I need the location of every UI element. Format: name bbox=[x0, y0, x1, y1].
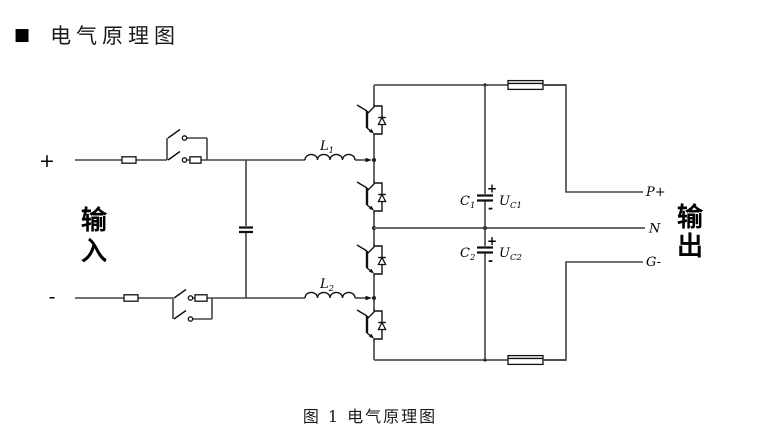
output-label: 输 出 bbox=[677, 202, 704, 262]
capacitor-c2-plus-sign: + bbox=[487, 234, 497, 248]
precharge-switch-bottom-icon bbox=[173, 288, 208, 322]
input-minus-label: - bbox=[49, 286, 56, 308]
capacitor-c1-minus-sign: - bbox=[488, 201, 493, 215]
section-bullet-icon: ■ bbox=[14, 24, 31, 45]
capacitor-c2-voltage-label: UC2 bbox=[499, 246, 522, 263]
terminal-g-label: G- bbox=[646, 255, 661, 270]
svg-text:入: 入 bbox=[81, 237, 107, 267]
fuse-icon bbox=[123, 294, 139, 302]
dc-fuse-bottom-icon bbox=[507, 354, 544, 366]
capacitor-c2-minus-sign: - bbox=[488, 254, 493, 268]
capacitor-c2-label: C2 bbox=[460, 246, 475, 263]
input-negative-wire bbox=[75, 297, 305, 320]
figure-caption: 图 1 电气原理图 bbox=[302, 407, 438, 426]
igbt-4-icon bbox=[355, 306, 387, 344]
capacitor-c1-voltage-label: UC1 bbox=[499, 194, 522, 211]
output-g-wire bbox=[543, 261, 643, 361]
capacitor-c2-icon bbox=[477, 228, 493, 360]
precharge-switch-top-icon bbox=[167, 128, 202, 164]
inductor-l2-label: L2 bbox=[319, 277, 334, 294]
capacitor-c1-plus-sign: + bbox=[487, 182, 497, 196]
input-plus-label: + bbox=[39, 150, 55, 172]
svg-text:输: 输 bbox=[81, 205, 108, 236]
inductor-l1-label: L1 bbox=[319, 139, 334, 156]
input-label: 输 入 bbox=[81, 205, 108, 267]
capacitor-c1-label: C1 bbox=[460, 194, 475, 211]
input-capacitor-icon bbox=[239, 160, 253, 298]
igbt-3-icon bbox=[355, 241, 387, 279]
terminal-p-label: P+ bbox=[645, 185, 666, 200]
output-p-wire bbox=[543, 84, 643, 193]
svg-text:出: 出 bbox=[677, 232, 703, 262]
inductor-l2-icon bbox=[304, 291, 372, 301]
igbt-2-icon bbox=[355, 178, 387, 216]
igbt-1-icon bbox=[355, 101, 387, 139]
capacitor-c1-icon bbox=[477, 85, 493, 228]
svg-text:输: 输 bbox=[677, 202, 704, 233]
inductor-l1-icon bbox=[304, 153, 372, 163]
section-title: 电气原理图 bbox=[50, 24, 181, 48]
terminal-n-label: N bbox=[648, 222, 661, 237]
fuse-icon bbox=[121, 156, 137, 164]
section-header: ■ 电气原理图 bbox=[14, 20, 180, 50]
dc-fuse-top-icon bbox=[507, 79, 544, 91]
